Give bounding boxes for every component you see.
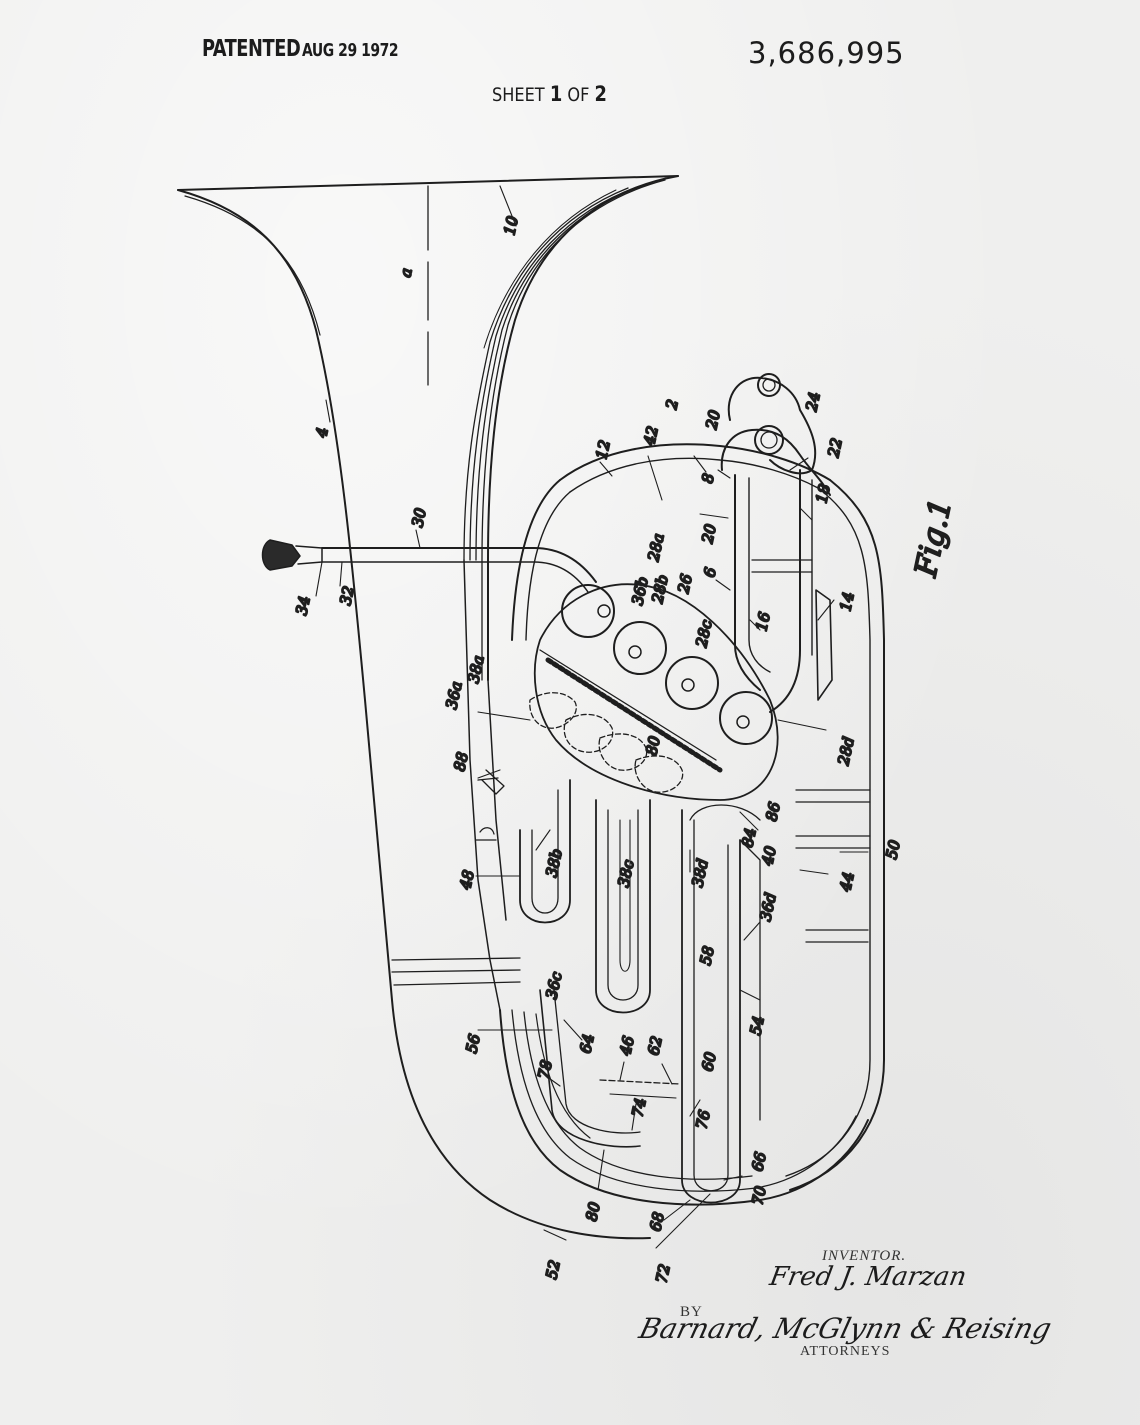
patent-date: AUG 29 1972 bbox=[302, 40, 399, 61]
patent-number: 3,686,995 bbox=[748, 36, 905, 70]
ref-52: 52 bbox=[542, 1258, 564, 1280]
patented-label: PATENTED bbox=[202, 36, 301, 62]
rotary-valve-3 bbox=[665, 656, 719, 710]
attorneys-signature: Barnard, McGlynn & Reising bbox=[635, 1312, 1055, 1345]
ref-38a: 38a bbox=[464, 654, 487, 685]
ref-28d: 28d bbox=[834, 735, 858, 768]
ref-88: 88 bbox=[450, 750, 472, 772]
sheet-total: 2 bbox=[594, 82, 607, 106]
reference-numerals: 10 a 4 2 12 42 20 8 24 22 18 20 6 26 28a… bbox=[291, 213, 905, 1286]
ref-20-top: 20 bbox=[702, 408, 724, 432]
ref-48: 48 bbox=[456, 868, 478, 891]
ref-18: 18 bbox=[812, 482, 834, 504]
ref-4: 4 bbox=[312, 426, 332, 440]
ref-58: 58 bbox=[696, 944, 718, 966]
ref-36b: 36b bbox=[628, 575, 652, 607]
ref-32: 32 bbox=[336, 584, 358, 606]
sheet-indicator: SHEET 1 OF 2 bbox=[492, 82, 607, 106]
ref-86: 86 bbox=[762, 800, 784, 823]
ref-14: 14 bbox=[836, 590, 858, 612]
attorneys-caption: ATTORNEYS bbox=[800, 1344, 891, 1359]
inventor-caption: INVENTOR. bbox=[822, 1248, 907, 1264]
ref-a: a bbox=[396, 266, 415, 278]
ref-24: 24 bbox=[802, 390, 824, 413]
upper-branch-tube bbox=[720, 373, 833, 713]
ref-30: 30 bbox=[408, 506, 430, 529]
ref-38d: 38d bbox=[688, 857, 712, 889]
ref-80-top: 80 bbox=[642, 734, 664, 757]
valve-slides bbox=[475, 769, 761, 1204]
ref-28a: 28a bbox=[644, 532, 668, 564]
mouthpiece-leadpipe bbox=[261, 539, 597, 593]
ref-84: 84 bbox=[738, 826, 760, 848]
rotary-valve-1 bbox=[561, 584, 615, 638]
patent-date-stamp: PATENTEDAUG 29 1972 bbox=[202, 36, 399, 62]
ref-74: 74 bbox=[628, 1096, 650, 1118]
sheet-prefix: SHEET bbox=[492, 84, 545, 106]
inventor-name: Fred J. Marzan bbox=[767, 1262, 969, 1292]
rotary-valve-4 bbox=[719, 691, 773, 745]
bell-outline bbox=[177, 175, 869, 1240]
ref-46: 46 bbox=[616, 1034, 638, 1058]
sheet-of: OF bbox=[567, 84, 590, 106]
figure-label: Fig.1 bbox=[908, 496, 959, 581]
ref-36a: 36a bbox=[442, 680, 465, 711]
ref-72: 72 bbox=[652, 1262, 674, 1284]
ref-20-mid: 20 bbox=[698, 522, 720, 546]
ref-12: 12 bbox=[592, 438, 614, 460]
ref-54: 54 bbox=[746, 1014, 768, 1036]
ref-38b: 38b bbox=[542, 847, 566, 879]
ref-78: 78 bbox=[534, 1058, 556, 1080]
ref-34: 34 bbox=[292, 594, 314, 616]
sheet-current: 1 bbox=[549, 82, 563, 106]
valve-cluster bbox=[529, 583, 779, 801]
ref-44: 44 bbox=[836, 870, 858, 893]
ref-10: 10 bbox=[500, 214, 522, 237]
ref-36c: 36c bbox=[542, 970, 565, 1001]
ref-28c: 28c bbox=[692, 618, 716, 650]
ref-2: 2 bbox=[662, 398, 682, 412]
ref-56: 56 bbox=[462, 1032, 484, 1055]
ref-6: 6 bbox=[700, 565, 720, 579]
ref-50: 50 bbox=[882, 838, 904, 861]
leader-lines bbox=[315, 185, 869, 1249]
ref-64: 64 bbox=[576, 1032, 598, 1054]
ref-66: 66 bbox=[748, 1150, 770, 1173]
main-tubing-loop bbox=[391, 443, 885, 1191]
ref-28b: 28b bbox=[648, 573, 672, 606]
ref-16: 16 bbox=[752, 610, 774, 633]
ref-70: 70 bbox=[748, 1184, 770, 1207]
ref-40: 40 bbox=[758, 844, 780, 868]
ref-76: 76 bbox=[692, 1108, 714, 1131]
ref-42: 42 bbox=[640, 424, 662, 447]
ref-60: 60 bbox=[698, 1050, 720, 1073]
ref-36d: 36d bbox=[756, 891, 780, 923]
ref-38c: 38c bbox=[614, 858, 637, 889]
by-label: BY bbox=[680, 1304, 703, 1320]
ref-80-bottom: 80 bbox=[582, 1200, 604, 1223]
ref-26: 26 bbox=[674, 572, 696, 596]
ref-62: 62 bbox=[644, 1034, 666, 1056]
rotary-valve-2 bbox=[613, 621, 667, 675]
ref-8: 8 bbox=[698, 472, 718, 485]
ref-68: 68 bbox=[646, 1210, 668, 1232]
ref-22: 22 bbox=[824, 436, 846, 459]
